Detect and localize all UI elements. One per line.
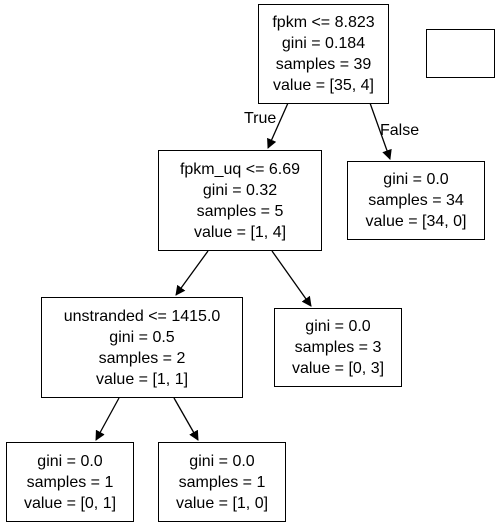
edge-left-to-left-right	[271, 250, 312, 307]
node-ll-right-value: value = [1, 0]	[175, 494, 269, 512]
node-left-gini: gini = 0.32	[202, 181, 278, 199]
node-ll-right-gini: gini = 0.0	[189, 452, 255, 470]
node-ll-right-samples: samples = 1	[178, 473, 266, 491]
true-edge-label: True	[244, 110, 277, 127]
node-ll-left-samples: samples = 1	[26, 473, 114, 491]
edge-root-to-right	[369, 102, 392, 160]
node-left-value: value = [1, 4]	[193, 223, 287, 241]
tree-node-root: fpkm <= 8.823 gini = 0.184 samples = 39 …	[258, 4, 389, 104]
tree-node-left-right: gini = 0.0 samples = 3 value = [0, 3]	[274, 308, 402, 387]
node-ll-left-value: value = [0, 1]	[23, 494, 117, 512]
tree-node-left: fpkm_uq <= 6.69 gini = 0.32 samples = 5 …	[158, 150, 322, 251]
node-right-gini: gini = 0.0	[383, 171, 449, 188]
node-right-value: value = [34, 0]	[365, 213, 467, 230]
legend-box	[426, 29, 495, 78]
node-left-right-value: value = [0, 3]	[291, 360, 385, 377]
node-root-gini: gini = 0.184	[281, 35, 366, 52]
node-left-left-split: unstranded <= 1415.0	[63, 307, 221, 325]
node-left-left-gini: gini = 0.5	[109, 328, 175, 346]
edge-root-to-left	[267, 102, 289, 149]
node-right-samples: samples = 34	[368, 192, 464, 209]
edge-left-left-to-ll-left	[95, 397, 120, 441]
node-left-left-samples: samples = 2	[98, 349, 186, 367]
false-edge-label: False	[380, 122, 420, 139]
node-left-left-value: value = [1, 1]	[95, 370, 189, 388]
tree-node-ll-left: gini = 0.0 samples = 1 value = [0, 1]	[6, 442, 134, 522]
edge-left-left-to-ll-right	[173, 397, 199, 441]
tree-node-right: gini = 0.0 samples = 34 value = [34, 0]	[347, 161, 485, 240]
node-left-right-gini: gini = 0.0	[305, 318, 371, 335]
tree-node-ll-right: gini = 0.0 samples = 1 value = [1, 0]	[158, 442, 286, 522]
node-ll-left-gini: gini = 0.0	[37, 452, 103, 470]
node-left-right-samples: samples = 3	[294, 339, 382, 356]
node-left-samples: samples = 5	[196, 202, 284, 220]
node-root-split: fpkm <= 8.823	[272, 14, 375, 31]
node-root-value: value = [35, 4]	[273, 77, 374, 94]
tree-node-left-left: unstranded <= 1415.0 gini = 0.5 samples …	[41, 297, 243, 398]
node-left-split: fpkm_uq <= 6.69	[179, 160, 301, 178]
node-root-samples: samples = 39	[275, 56, 372, 73]
edge-left-to-left-left	[175, 250, 209, 296]
